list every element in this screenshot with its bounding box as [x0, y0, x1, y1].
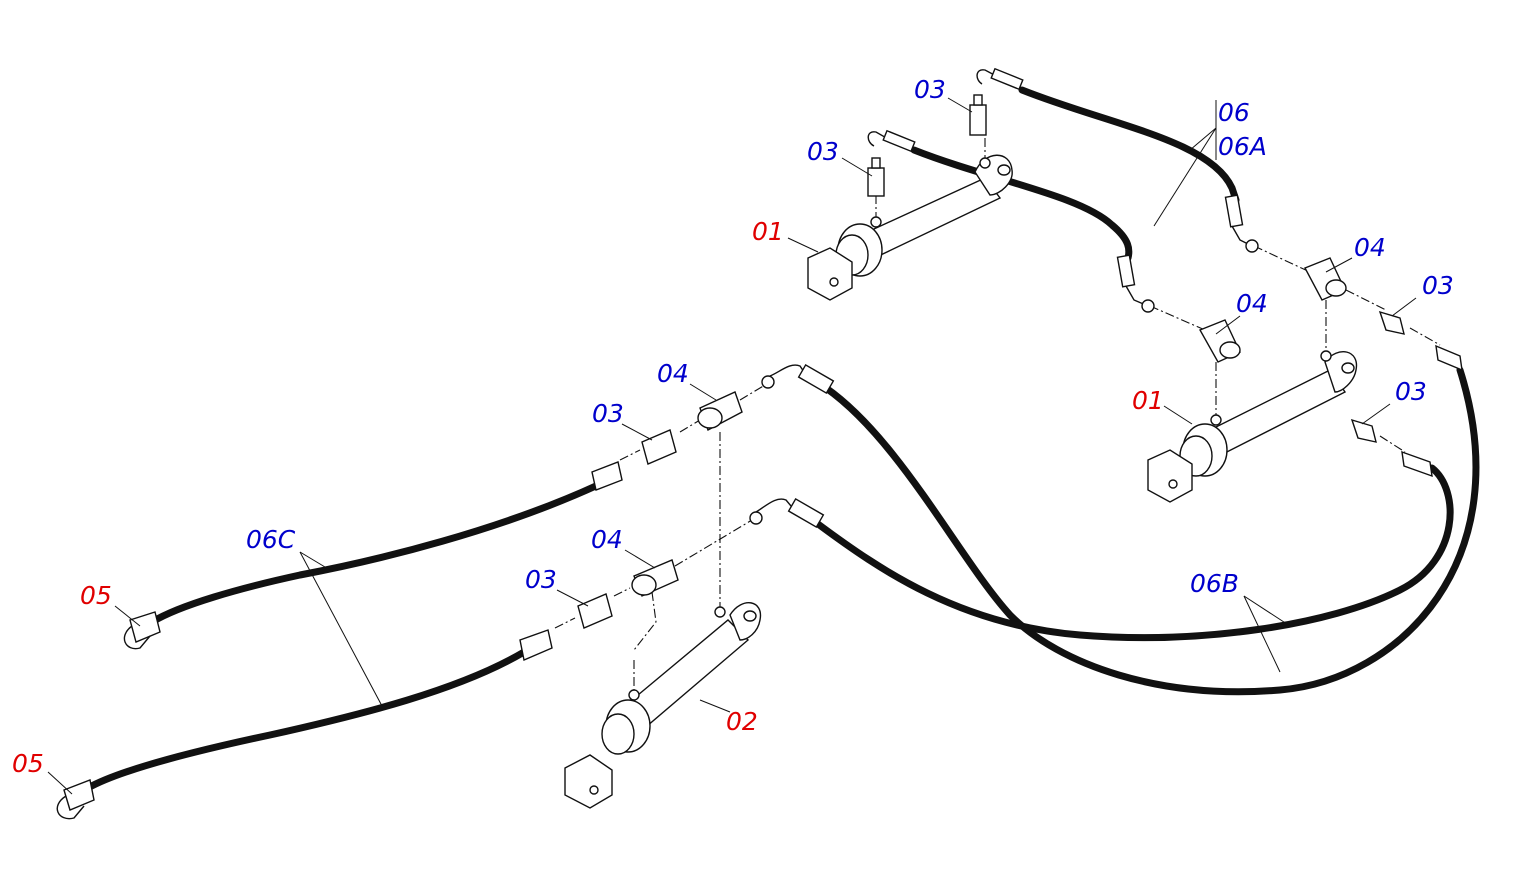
callout-05-a: 05: [80, 581, 112, 610]
callout-06c: 06C: [246, 525, 296, 554]
cylinder-01-upper: [807, 154, 1013, 301]
adapter-03-e: [641, 429, 677, 465]
callout-03-f: 03: [525, 565, 557, 594]
hose-06b-long: [822, 366, 1480, 696]
callout-04-d: 04: [591, 525, 623, 554]
cylinder-02: [564, 601, 762, 809]
adapter-03-b: [867, 167, 885, 197]
cylinder-01-lower: [1147, 350, 1358, 503]
callout-01-upper: 01: [752, 217, 784, 246]
callout-01-lower: 01: [1132, 386, 1164, 415]
callout-03-e: 03: [592, 399, 624, 428]
adapter-03-a: [969, 104, 987, 136]
callout-03-b: 03: [807, 137, 839, 166]
callout-06a: 06A: [1218, 132, 1267, 161]
hose-06a-lower: [910, 146, 1133, 262]
adapter-03-d: [1350, 418, 1377, 443]
callout-04-b: 04: [1236, 289, 1268, 318]
hose-06b-short: [814, 464, 1454, 642]
coupler-05-a: [123, 611, 161, 650]
callout-06b: 06B: [1190, 569, 1239, 598]
callout-04-c: 04: [657, 359, 689, 388]
callout-06: 06: [1218, 98, 1250, 127]
hoses: [84, 86, 1480, 792]
leader-lines: [47, 97, 1417, 795]
hose-06c-lower: [84, 648, 528, 792]
callout-03-d: 03: [1395, 377, 1427, 406]
adapter-03-f: [577, 593, 613, 629]
adapter-03-c: [1378, 310, 1405, 335]
callout-02: 02: [726, 707, 758, 736]
callout-05-b: 05: [12, 749, 44, 778]
callout-03-c: 03: [1422, 271, 1454, 300]
couplers: [56, 611, 161, 820]
coupler-05-b: [56, 779, 95, 820]
center-lines: [554, 138, 1441, 690]
callout-04-a: 04: [1354, 233, 1386, 262]
hose-06-upper: [1018, 86, 1240, 204]
callout-03-a: 03: [914, 75, 946, 104]
hose-06c-upper: [148, 481, 602, 626]
fittings: [519, 67, 1463, 661]
